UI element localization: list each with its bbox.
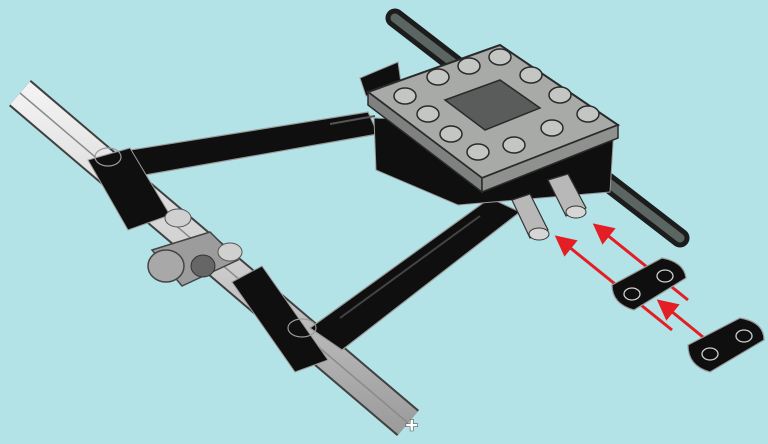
axle-end-cross-icon: ✚ — [405, 416, 418, 435]
oval-connector — [612, 258, 686, 310]
lower-beam — [310, 198, 520, 350]
oval-connector — [688, 318, 764, 372]
bushing — [232, 266, 328, 372]
upper-beam — [118, 112, 378, 178]
oval-connector-parts — [612, 258, 764, 372]
axle-peg — [512, 194, 549, 240]
